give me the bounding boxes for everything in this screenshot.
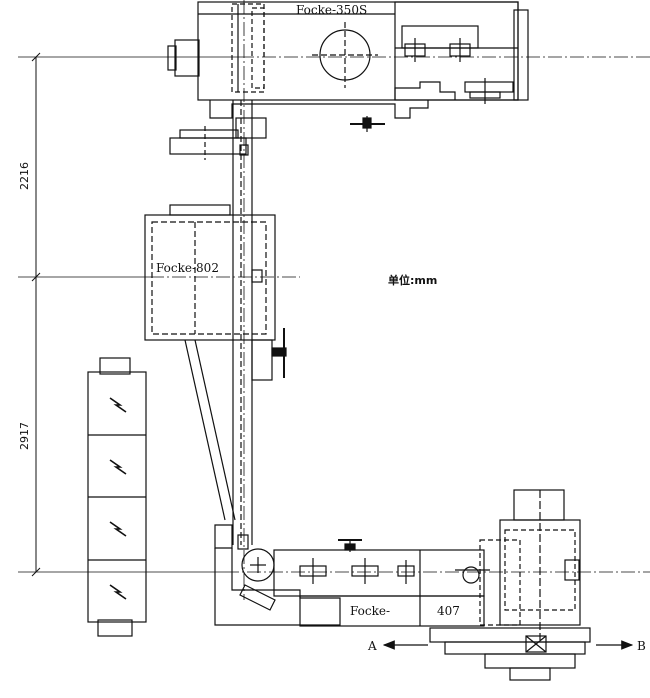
label-focke-802: Focke-802 <box>156 261 219 275</box>
machine-focke-407: Focke- 407 <box>214 489 591 681</box>
side-conveyor-stack <box>87 357 147 637</box>
dim-upper: 2216 <box>18 162 31 190</box>
dimension-lines <box>18 52 240 577</box>
label-focke-350s: Focke-350S <box>296 3 367 17</box>
lightning-icon <box>109 521 127 537</box>
lightning-icon <box>109 459 127 475</box>
lightning-icon <box>109 584 127 600</box>
unit-label: 单位:mm <box>388 273 437 287</box>
machine-focke-350s: Focke-350S <box>167 1 529 160</box>
lightning-icon <box>109 397 127 413</box>
motor-crossbox-icon <box>525 635 547 653</box>
direction-a-label: A <box>367 639 377 653</box>
label-focke-407-prefix: Focke- <box>350 604 390 618</box>
vertical-conveyor <box>232 100 267 545</box>
dim-lower: 2917 <box>18 422 31 450</box>
direction-b-label: B <box>637 639 646 653</box>
machine-focke-802: Focke-802 <box>144 204 287 521</box>
centerlines <box>150 0 650 600</box>
label-focke-407-number: 407 <box>437 604 460 618</box>
